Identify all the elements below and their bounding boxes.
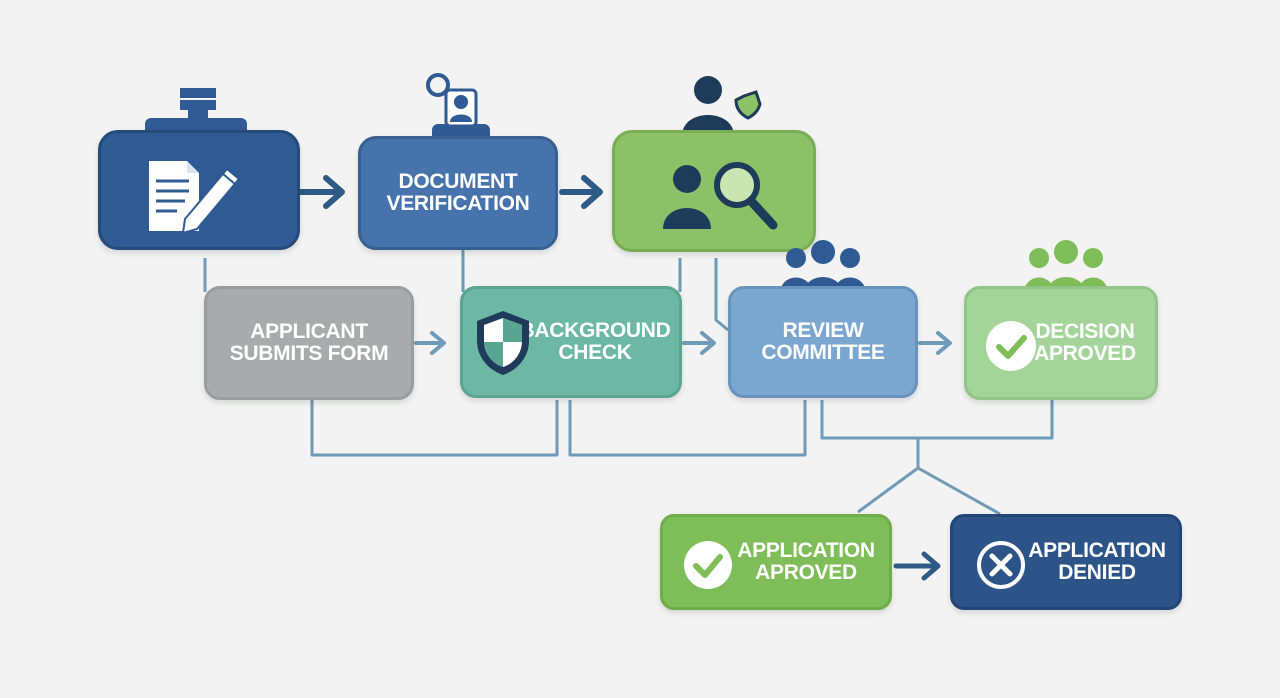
clipboard-icon	[180, 88, 216, 128]
arrow-background-to-review	[682, 331, 716, 355]
node-interview-investigation[interactable]	[612, 130, 816, 252]
person-shield-icon	[682, 76, 762, 136]
node-label: APPLICATION APROVED	[737, 538, 875, 584]
node-label: REVIEW COMMITTEE	[761, 318, 885, 364]
connector-line	[917, 466, 1001, 516]
node-label: BACKGROUND CHECK	[519, 318, 671, 364]
person-badge-icon	[426, 73, 478, 128]
connector-line	[820, 400, 1054, 440]
arrow-approved-to-denied	[893, 551, 941, 581]
node-label: DECISION APROVED	[1034, 319, 1136, 365]
connector-line	[857, 438, 920, 514]
node-label: APPLICANT SUBMITS FORM	[229, 319, 389, 365]
node-decision-approved[interactable]: DECISION APROVED	[964, 286, 1158, 400]
node-applicant-submits-form[interactable]: APPLICANT SUBMITS FORM	[204, 286, 414, 400]
checkmark-icon	[986, 321, 1036, 371]
node-review-committee[interactable]: REVIEW COMMITTEE	[728, 286, 918, 398]
x-circle-icon	[977, 541, 1025, 589]
node-application-approved[interactable]: APPLICATION APROVED	[660, 514, 892, 610]
arrow-applicant-to-background	[414, 331, 446, 355]
node-label: APPLICATION DENIED	[1028, 538, 1166, 584]
node-background-check[interactable]: BACKGROUND CHECK	[460, 286, 682, 398]
document-pencil-icon	[149, 161, 241, 235]
connector-line	[714, 258, 729, 332]
connector-line	[568, 400, 807, 457]
node-document-verification[interactable]: DOCUMENT VERIFICATION	[358, 136, 558, 250]
node-start-form[interactable]	[98, 130, 300, 250]
connector-line	[310, 400, 559, 457]
node-label: DOCUMENT VERIFICATION	[386, 169, 530, 215]
person-magnifier-icon	[663, 162, 778, 230]
shield-icon	[477, 311, 529, 375]
arrow-document-to-interview	[559, 175, 603, 209]
arrow-start-to-document	[297, 175, 345, 209]
node-application-denied[interactable]: APPLICATION DENIED	[950, 514, 1182, 610]
checkmark-icon	[684, 541, 732, 589]
arrow-review-to-decision	[918, 331, 952, 355]
